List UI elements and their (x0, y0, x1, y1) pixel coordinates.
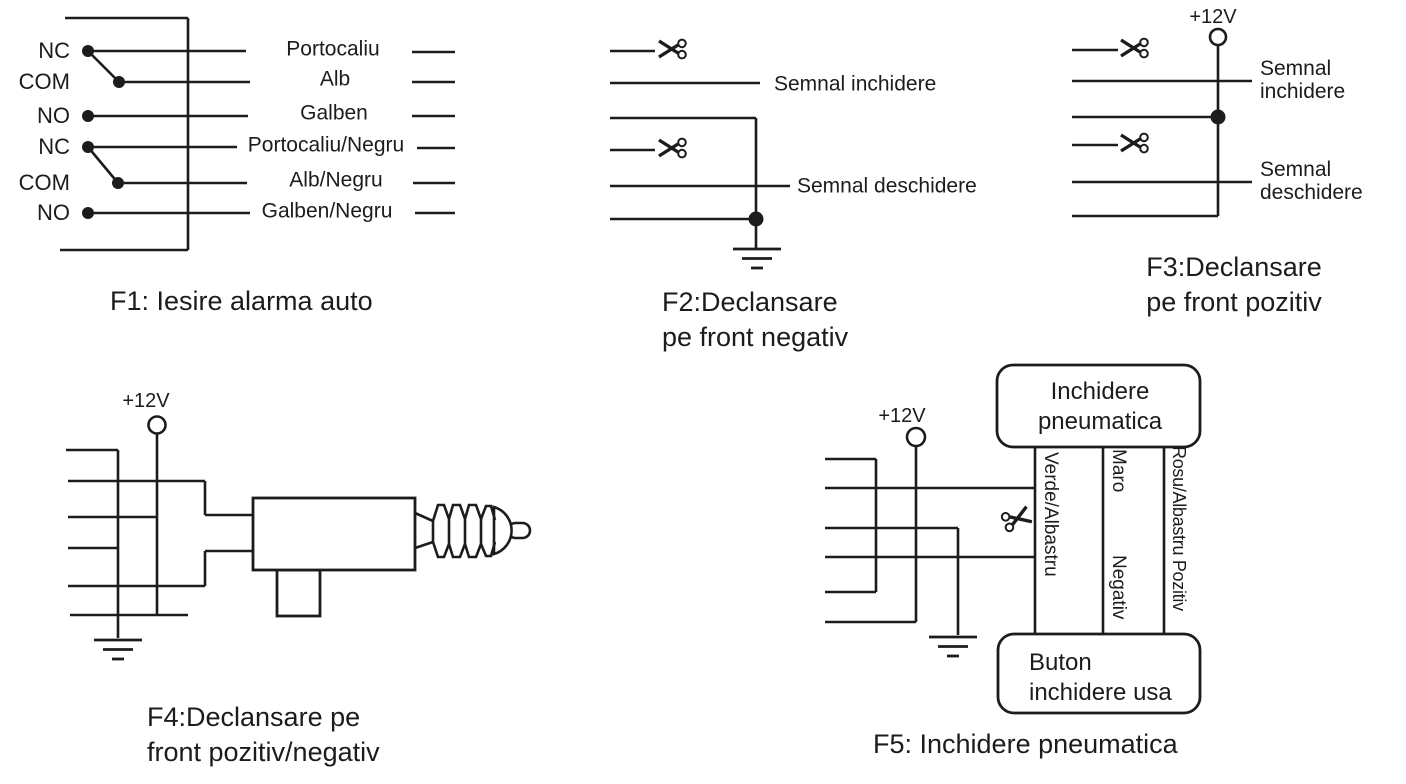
f4-actuator-body (251, 496, 417, 572)
f5-wire-lines (825, 446, 1035, 635)
f3-open-line2: deschidere (1260, 181, 1363, 205)
f4-actuator-bellows (414, 503, 497, 559)
f5-wire2-bottom-label-negativ: Negativ (1108, 555, 1129, 620)
f3-supply-label: +12V (1189, 6, 1237, 28)
f3-power-terminal-circle (1208, 27, 1228, 47)
f1-caption: F1: Iesire alarma auto (110, 286, 373, 316)
f3-wire-lines (1072, 48, 1252, 218)
f3-open-line1: Semnal (1260, 158, 1332, 181)
f1-contact-dots (82, 45, 125, 219)
f4-actuator-bracket (275, 568, 322, 618)
f2-negative-trigger-schematic (610, 37, 790, 270)
f1-terminal-label-no1: NO (37, 102, 70, 128)
f4-wire-lines (66, 433, 255, 638)
f3-positive-trigger-schematic (1072, 27, 1252, 218)
f5-connecting-wires (1033, 447, 1166, 634)
f1-terminal-label-nc2: NC (38, 133, 70, 159)
f4-actuator-schematic (66, 415, 532, 661)
f1-wire-label-portocaliu-negru: Portocaliu/Negru (247, 133, 405, 157)
f5-top-box-line2: pneumatica (1037, 408, 1163, 435)
f1-wire-label-alb-negru: Alb/Negru (289, 168, 383, 192)
f3-open-signal-label: Semnal deschidere (1260, 158, 1363, 204)
f5-caption: F5: Inchidere pneumatica (873, 729, 1178, 759)
f1-wire-label-galben: Galben (300, 101, 368, 125)
f1-terminal-label-nc1: NC (38, 37, 70, 63)
f5-top-box-label: Inchidere pneumatica (1038, 377, 1162, 437)
f2-close-signal-label: Semnal inchidere (774, 72, 937, 96)
f3-close-line2: inchidere (1260, 80, 1346, 104)
f4-caption-line2: front pozitiv/negativ (147, 737, 380, 767)
f5-ground-icon (927, 635, 979, 658)
f5-wire2-top-label-maro: Maro (1108, 449, 1129, 493)
f4-caption: F4:Declansare pe front pozitiv/negativ (147, 700, 380, 770)
f3-close-signal-label: Semnal inchidere (1260, 57, 1345, 103)
f3-caption: F3:Declansare pe front pozitiv (1146, 250, 1322, 320)
f2-cut-scissors-icon (657, 37, 688, 61)
f4-power-terminal-circle (147, 415, 167, 435)
f5-power-terminal-circle (905, 426, 927, 448)
f5-cut-scissors-icon (999, 503, 1035, 534)
f1-wire-label-portocaliu: Portocaliu (286, 37, 380, 61)
f5-bottom-box (996, 632, 1202, 715)
f1-relay-output-schematic (60, 16, 455, 252)
f2-junction-dot (748, 211, 764, 227)
f2-caption-line1: F2:Declansare (662, 287, 838, 317)
f5-bottom-box-line1: Buton (1029, 649, 1092, 676)
f2-caption: F2:Declansare pe front negativ (662, 285, 848, 355)
f5-pneumatic-lock-schematic (825, 363, 1202, 715)
f2-ground-icon (731, 247, 783, 270)
f3-junction-dot (1210, 109, 1226, 125)
f2-open-signal-label: Semnal deschidere (797, 174, 977, 198)
f5-top-box (995, 363, 1202, 449)
f3-cut-scissors-icon (1119, 36, 1150, 60)
f4-ground-icon (92, 638, 144, 661)
f3-caption-line1: F3:Declansare (1146, 252, 1322, 282)
f1-connector-bracket (60, 16, 190, 252)
f4-actuator-dome (492, 505, 513, 556)
f5-bottom-box-label: Buton inchidere usa (1029, 648, 1172, 708)
f3-caption-line2: pe front pozitiv (1146, 287, 1322, 317)
f1-wire-label-alb: Alb (319, 67, 351, 91)
f1-wire-label-galben-negru: Galben/Negru (261, 199, 393, 223)
f5-wire3-label-rosu-albastru-pozitiv: Rosu/Albastru Pozitiv (1169, 446, 1189, 611)
f1-switch-arms (87, 50, 120, 184)
f1-terminal-label-com1: COM (18, 68, 70, 94)
f5-top-box-line1: Inchidere (1050, 378, 1150, 405)
f4-caption-line1: F4:Declansare pe (147, 702, 361, 732)
f5-wire1-label-verde-albastru: Verde/Albastru (1040, 452, 1061, 577)
f4-supply-label: +12V (122, 390, 170, 412)
f3-close-line1: Semnal (1260, 57, 1332, 80)
f1-wire-lines (88, 49, 250, 215)
f5-supply-label: +12V (878, 405, 926, 427)
f2-caption-line2: pe front negativ (662, 322, 849, 352)
f2-cut-scissors-icon (657, 136, 688, 160)
f1-terminal-label-no2: NO (37, 199, 70, 225)
f2-wire-lines (610, 49, 790, 221)
f1-terminal-label-com2: COM (18, 169, 70, 195)
f3-cut-scissors-icon (1119, 131, 1150, 155)
f1-wire-end-dashes (412, 50, 455, 215)
f5-bottom-box-line2: inchidere usa (1029, 679, 1172, 706)
